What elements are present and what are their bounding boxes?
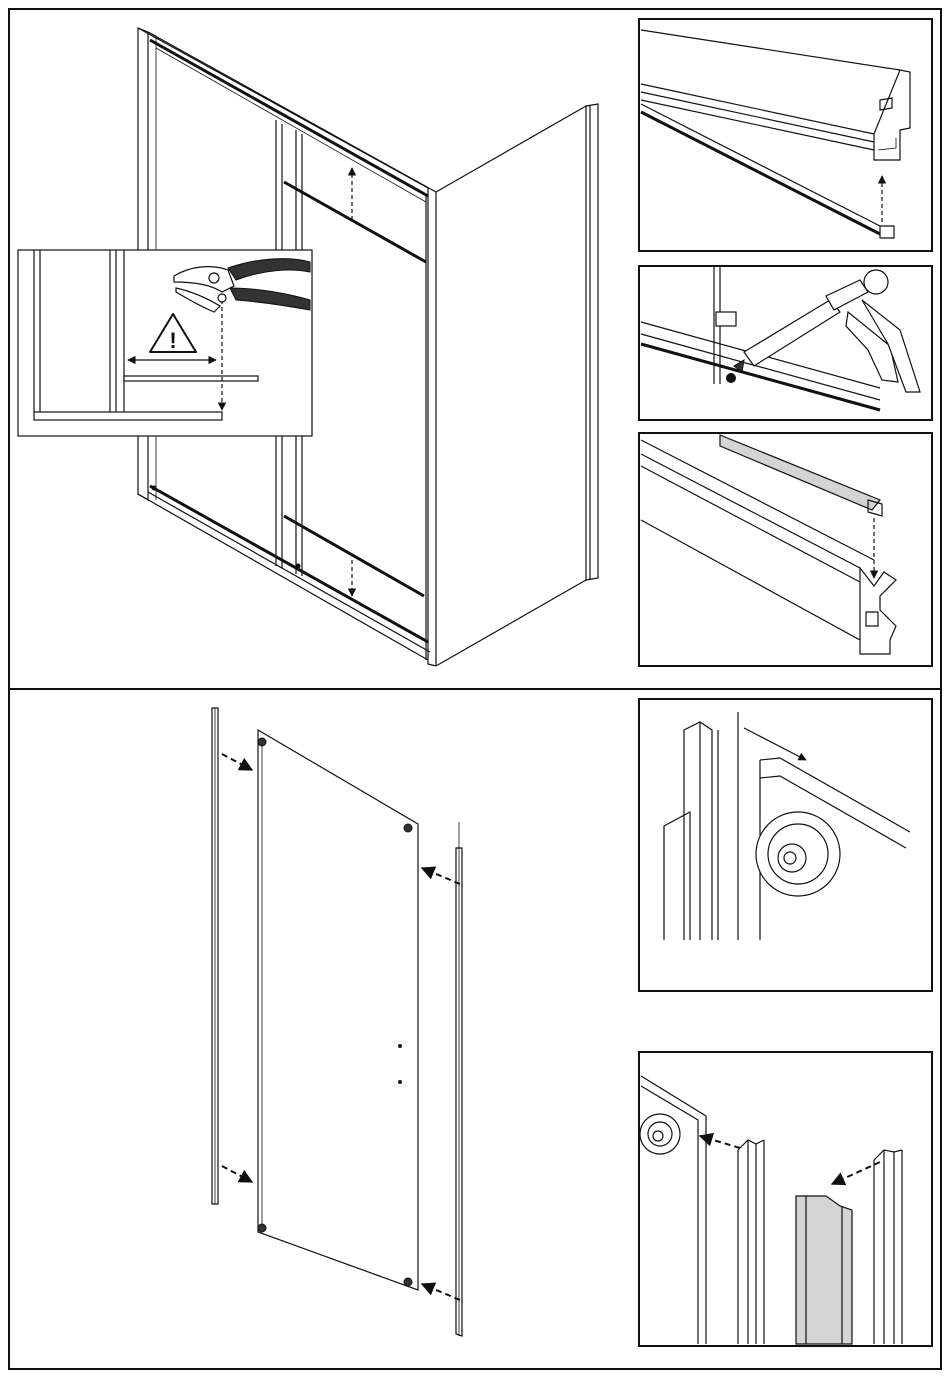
join-magnetic-profiles-panel [639,1052,932,1346]
apply-silicone-panel [639,266,932,420]
roller-wheel-small-icon [640,1114,680,1154]
glass-panel-assembly [212,708,462,1336]
svg-text:!: ! [169,328,176,353]
insert-seal-into-track-panel [639,433,932,666]
slide-seal-onto-rail-panel [639,19,932,251]
caulking-gun-icon [726,270,920,392]
roller-wheel-icon [756,812,840,896]
cut-profile-inset: ! [18,250,312,436]
fix-roller-into-profile-panel [639,699,932,991]
